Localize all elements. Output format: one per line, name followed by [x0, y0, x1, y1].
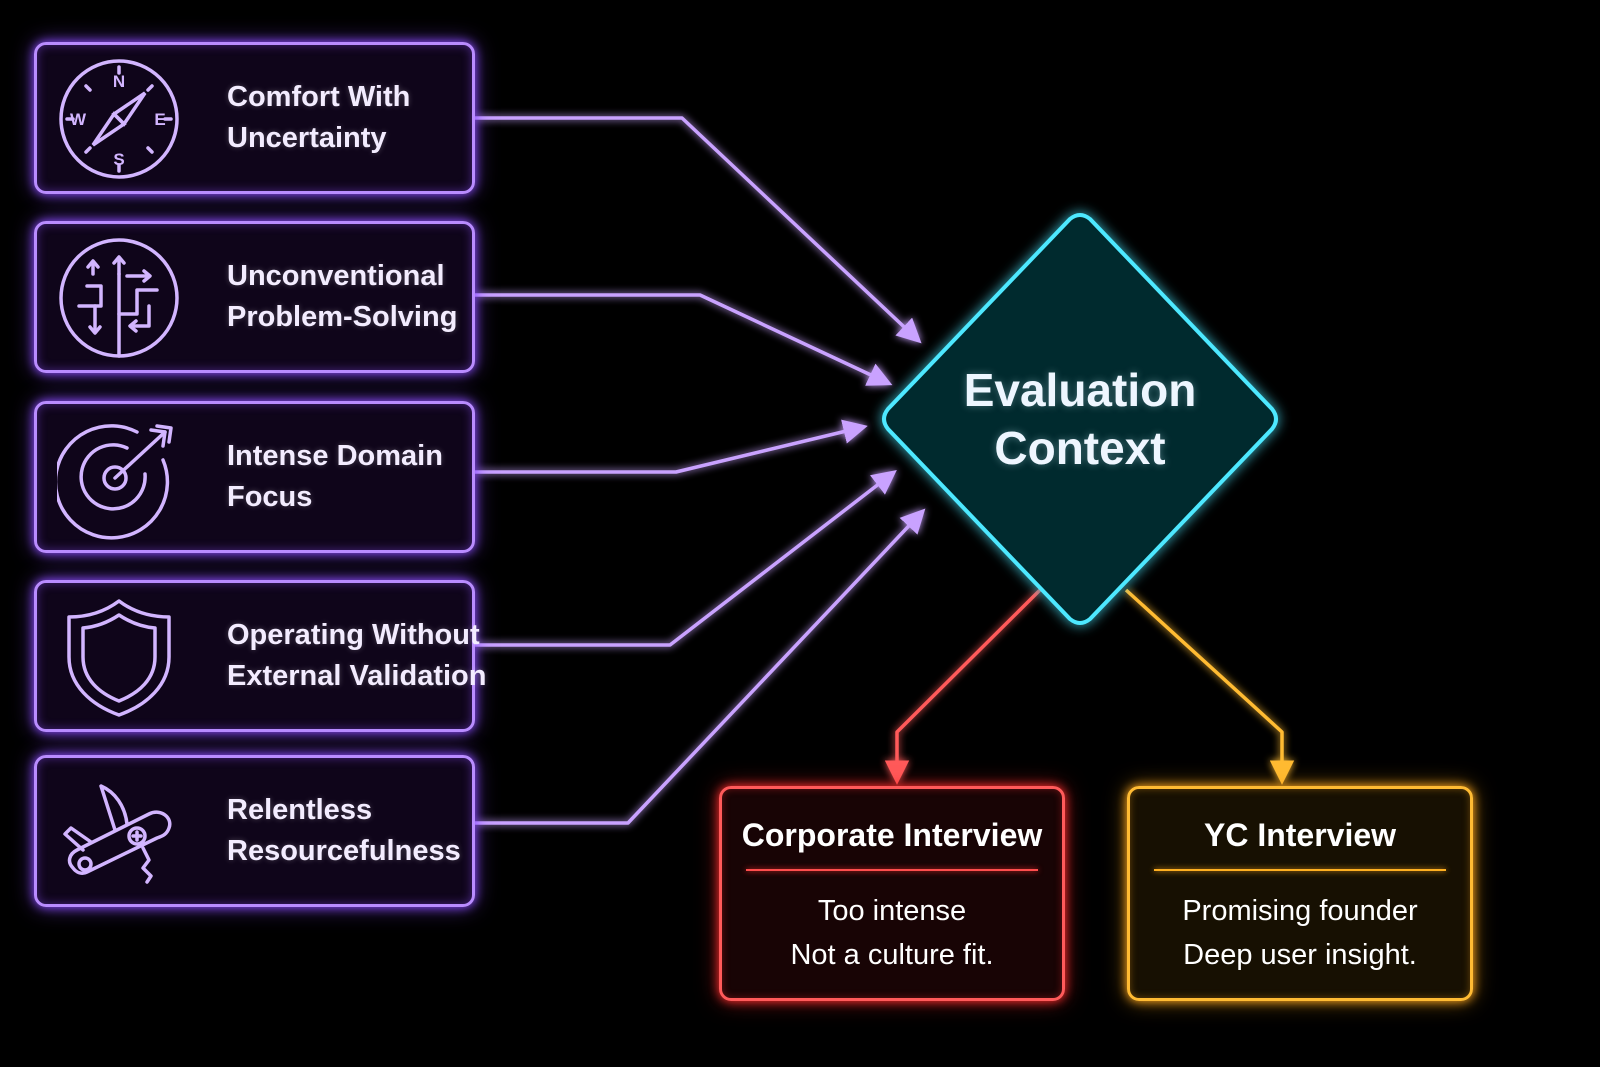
corporate-interview-notes: Too intense Not a culture fit.: [790, 895, 994, 971]
pocket-knife-icon: [57, 770, 181, 894]
trait-label-operating-without-external-validation: Operating Without External Validation: [227, 619, 487, 692]
corporate-interview-title: Corporate Interview: [741, 817, 1043, 853]
corporate-interview-divider: [746, 869, 1038, 871]
shield-icon: [57, 595, 181, 719]
trait-label-relentless-resourcefulness: Relentless Resourcefulness: [227, 794, 461, 867]
trait-label-intense-domain-focus: Intense Domain Focus: [227, 440, 443, 513]
corporate-interview-card: Corporate Interview Too intense Not a cu…: [719, 786, 1065, 1001]
trait-card-intense-domain-focus: Intense Domain Focus: [34, 401, 475, 553]
yc-interview-notes: Promising founder Deep user insight.: [1182, 895, 1418, 971]
connector-relentless-resourcefulness: [475, 508, 926, 825]
evaluation-context-label: Evaluation Context: [963, 364, 1197, 474]
trait-card-relentless-resourcefulness: Relentless Resourcefulness: [34, 755, 475, 907]
maze-arrows-icon: [57, 236, 181, 360]
svg-text:E: E: [154, 110, 165, 129]
trait-card-unconventional-problem-solving: Unconventional Problem-Solving: [34, 221, 475, 373]
connector-unconventional-problem-solving: [475, 293, 893, 386]
connector-comfort-with-uncertainty: [475, 116, 922, 344]
svg-text:S: S: [113, 150, 124, 169]
target-arrow-icon: [57, 416, 181, 540]
compass-icon: N S E W: [57, 57, 181, 181]
trait-card-comfort-with-uncertainty: N S E W Comfort With Uncertainty: [34, 42, 475, 194]
trait-label-unconventional-problem-solving: Unconventional Problem-Solving: [227, 260, 458, 333]
connector-operating-without-validation: [475, 470, 897, 647]
connector-intense-domain-focus: [475, 419, 868, 474]
yc-interview-card: YC Interview Promising founder Deep user…: [1127, 786, 1473, 1001]
svg-text:N: N: [113, 72, 125, 91]
yc-interview-title: YC Interview: [1203, 817, 1397, 853]
evaluation-context-diamond-shape: [882, 213, 1278, 625]
trait-card-operating-without-external-validation: Operating Without External Validation: [34, 580, 487, 732]
trait-label-comfort-with-uncertainty: Comfort With Uncertainty: [227, 81, 411, 154]
evaluation-context-node: Evaluation Context: [880, 213, 1280, 625]
yc-interview-divider: [1154, 869, 1446, 871]
svg-text:W: W: [70, 110, 87, 129]
